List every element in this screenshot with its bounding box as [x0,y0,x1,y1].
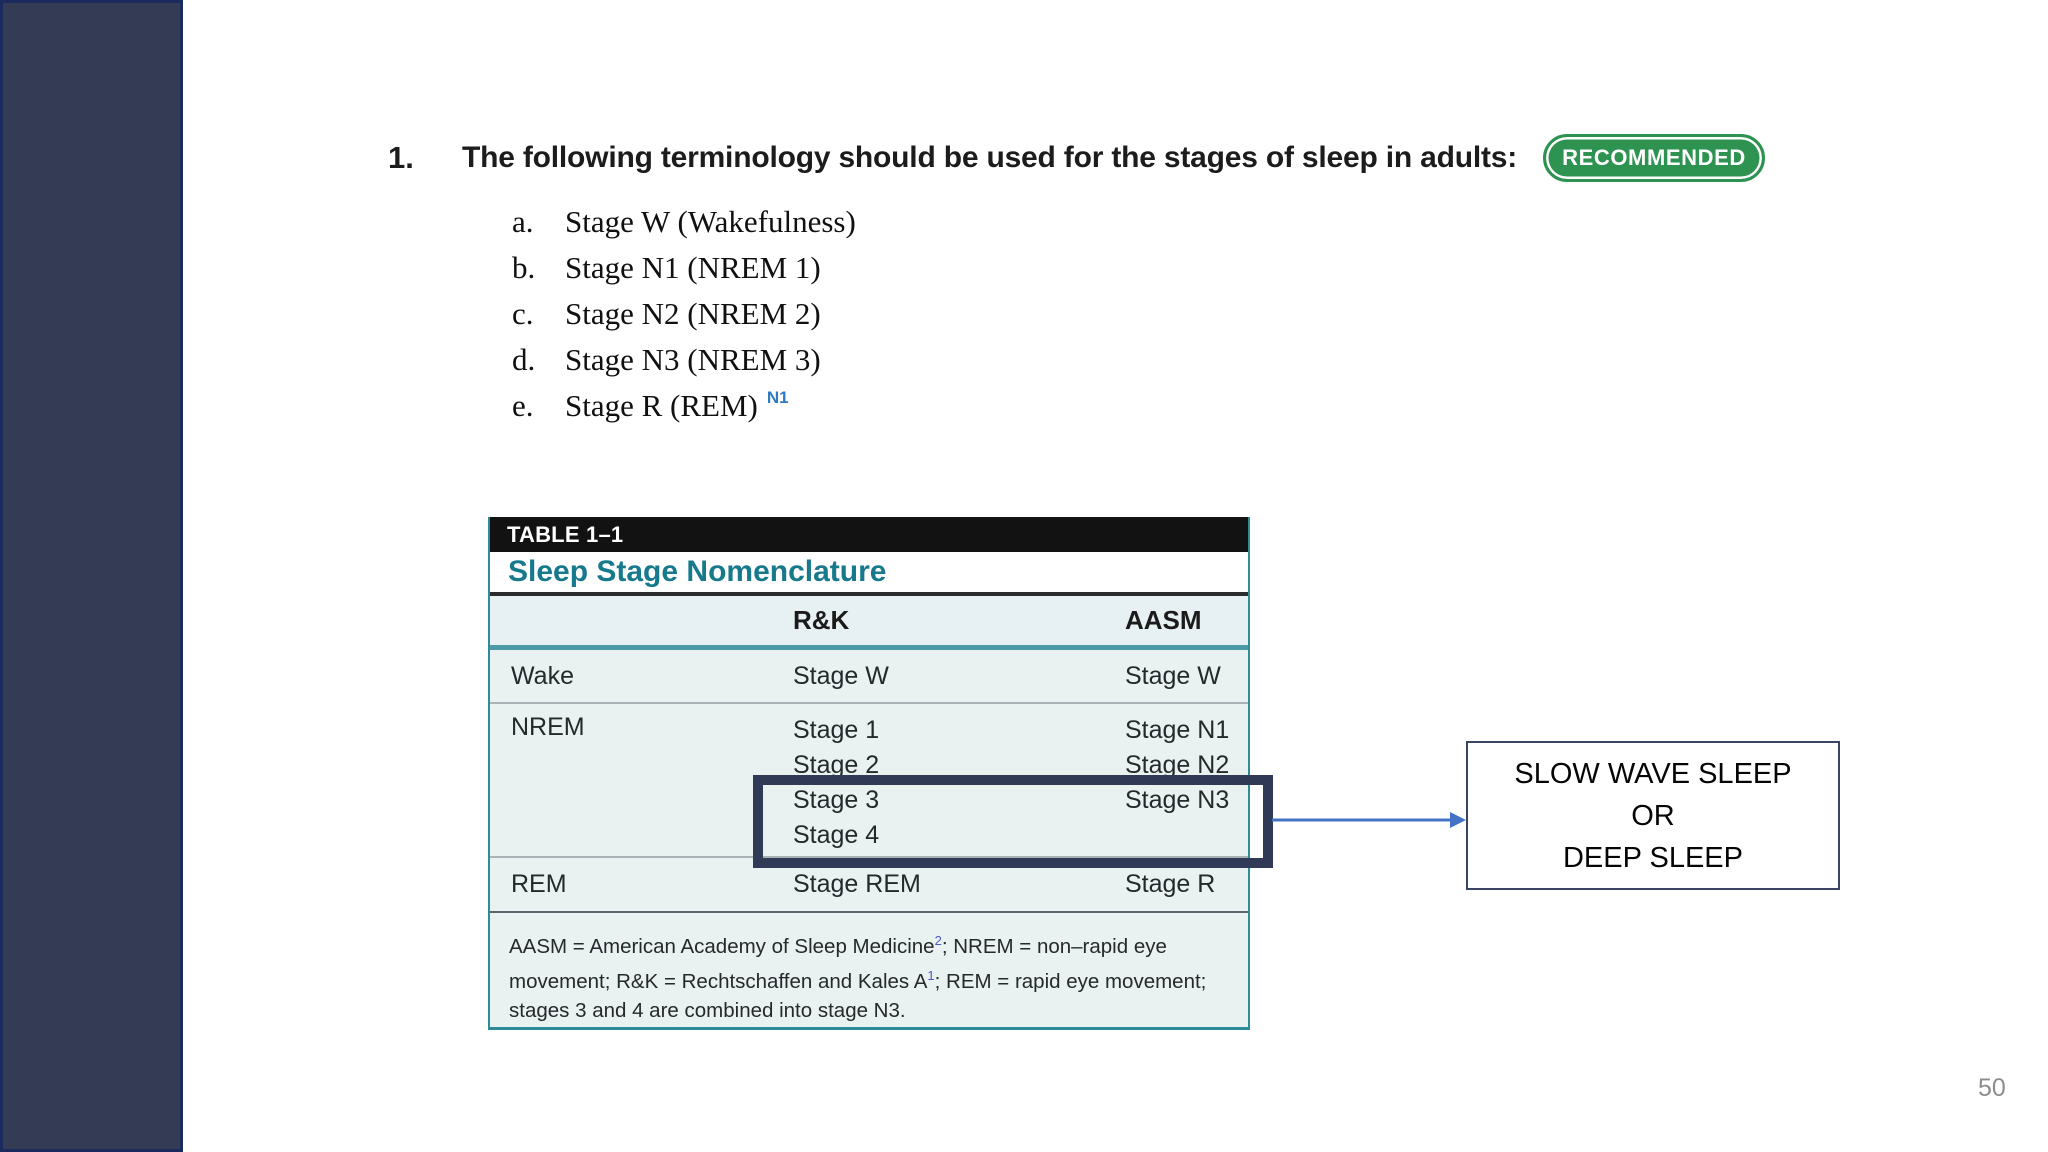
aasm-cell: Stage R [1125,870,1248,899]
row-category: Wake [511,661,574,690]
list-item: d. Stage N3 (NREM 3) [512,337,856,383]
list-item: b. Stage N1 (NREM 1) [512,245,856,291]
table-row: REM Stage REM Stage R [490,858,1248,911]
list-item-text: Stage N3 (NREM 3) [565,342,821,377]
cell-line: Stage 1 [793,716,880,744]
list-item-text: Stage W (Wakefulness) [565,204,856,239]
cell-line: Stage 3 [793,786,880,814]
list-item-marker: c. [512,296,534,331]
cell-line: Stage N3 [1125,786,1230,814]
row-separator [490,856,1248,858]
rk-cell: Stage 1 Stage 2 Stage 3 Stage 4 [793,713,1125,853]
rk-cell: Stage W [793,662,1125,691]
list-item-marker: b. [512,250,536,285]
callout-line: SLOW WAVE SLEEP [1514,757,1792,790]
footnote-superscript: 2 [934,933,942,948]
table-label: TABLE 1–1 [490,517,1248,552]
row-separator [490,702,1248,704]
rk-cell: Stage REM [793,870,1125,899]
cell-line: Stage N1 [1125,716,1230,744]
table-title-rule [490,592,1248,596]
slow-wave-sleep-callout: SLOW WAVE SLEEP OR DEEP SLEEP [1466,741,1840,890]
cell-line: Stage R [1125,870,1216,898]
slide-sidebar-panel [0,0,183,1152]
table-title: Sleep Stage Nomenclature [490,552,1248,592]
sleep-stage-list: a. Stage W (Wakefulness) b. Stage N1 (NREM … [512,199,856,429]
connector-arrow [1272,812,1466,828]
list-item-text: Stage N2 (NREM 2) [565,296,821,331]
cell-line: Stage W [1125,661,1221,690]
table-row: Wake Stage W Stage W [490,650,1248,702]
list-item: a. Stage W (Wakefulness) [512,199,856,245]
cell-line: Stage 4 [793,821,880,849]
row-category: NREM [511,713,585,741]
cell-line: Stage REM [793,870,921,898]
stage-n3-highlight-box [753,775,1273,868]
list-item-text: Stage N1 (NREM 1) [565,250,821,285]
table-row: NREM Stage 1 Stage 2 Stage 3 Stage 4 Stage N1… [490,704,1248,856]
heading-text: The following terminology should be used… [462,141,1518,174]
list-item: c. Stage N2 (NREM 2) [512,291,856,337]
callout-line: DEEP SLEEP [1562,841,1743,874]
footnote-superscript: 1 [927,967,935,983]
cell-line: Stage 2 [793,751,880,779]
slide-heading: 1. The following terminology should be u… [388,130,1765,186]
table-header-row: R&K AASM [490,596,1248,650]
reference-superscript: N1 [766,388,789,407]
footnote-separator [490,911,1248,913]
list-item-marker: a. [512,204,534,239]
footnote-text: AASM = American Academy of Sleep Medicin… [509,934,935,958]
list-item-text: Stage R (REM) [565,388,758,423]
cell-line: Stage W [793,661,889,690]
aasm-cell: Stage W [1125,662,1248,691]
footnote-text: ; NREM = non–rapid eye movement; R&K = R… [509,934,1167,993]
footnote-text: ; REM = rapid eye movement; stages 3 and… [509,969,1207,1022]
page-number: 50 [1978,1074,2006,1102]
list-item-marker: d. [512,342,536,377]
recommended-badge: RECOMMENDED [1543,134,1765,182]
sleep-stage-table: TABLE 1–1 Sleep Stage Nomenclature R&K A… [488,517,1250,1030]
row-category: REM [511,870,567,898]
callout-line: OR [1631,799,1675,832]
column-header-rk: R&K [793,605,850,635]
cell-line: Stage N2 [1125,751,1230,779]
table-footnote: AASM = American Academy of Sleep Medicin… [490,913,1248,1027]
aasm-cell: Stage N1 Stage N2 Stage N3 [1125,713,1248,818]
heading-number: 1. [388,140,414,175]
column-header-aasm: AASM [1125,605,1202,635]
list-item: e. Stage R (REM) N1 [512,383,856,429]
list-item-marker: e. [512,388,534,423]
